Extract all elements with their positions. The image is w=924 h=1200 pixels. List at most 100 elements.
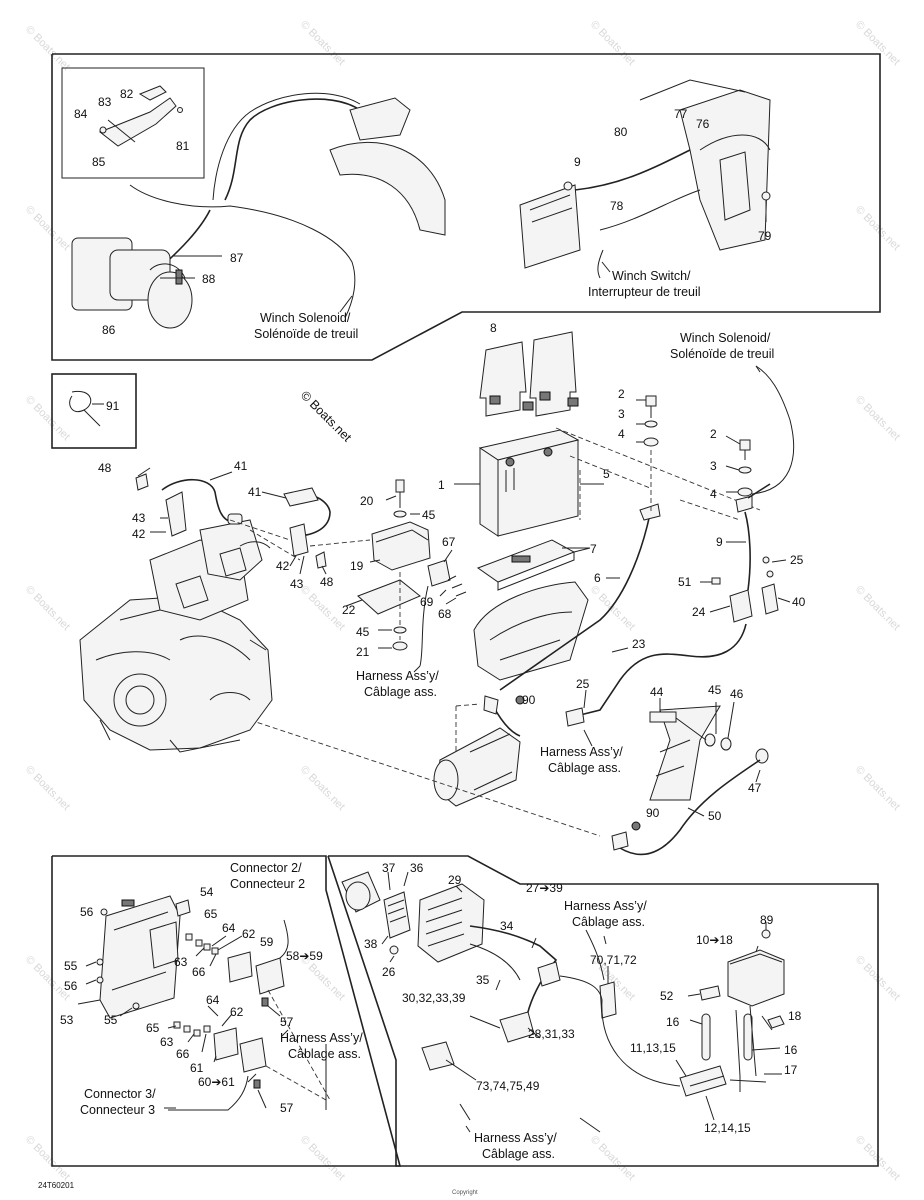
regulator-section [327, 855, 879, 1167]
caption-harness: Harness Ass’y/ [280, 1031, 363, 1045]
watermark-text: © Boats.net [23, 584, 72, 633]
part-91-box [51, 373, 137, 449]
watermark-text: © Boats.net [853, 764, 902, 813]
fuse-holder-37 [341, 871, 411, 963]
callout-56: 56 [80, 905, 94, 919]
caption-winch-solenoid: Winch Solenoid/ [260, 311, 351, 325]
callout-57: 57 [280, 1101, 294, 1115]
caption-harness-fr: Câblage ass. [364, 685, 437, 699]
callout-81: 81 [176, 139, 190, 153]
watermark-text: © Boats.net [23, 24, 72, 73]
callout-12: 12,14,15 [704, 1121, 751, 1135]
callout-43: 43 [290, 577, 304, 591]
watermark-text: © Boats.net [298, 764, 347, 813]
watermark-text: © Boats.net [853, 19, 902, 68]
callout-70: 70,71,72 [590, 953, 637, 967]
callout-47: 47 [748, 781, 762, 795]
callout-26: 26 [382, 965, 396, 979]
callout-45: 45 [422, 508, 436, 522]
callout-66: 66 [176, 1047, 190, 1061]
callout-21: 21 [356, 645, 370, 659]
callout-63: 63 [160, 1035, 174, 1049]
callout-16: 16 [784, 1043, 798, 1057]
callout-43: 43 [132, 511, 146, 525]
callout-89: 89 [760, 913, 774, 927]
callout-25: 25 [576, 677, 590, 691]
callout-38: 38 [364, 937, 378, 951]
winch-bracket-inset [99, 85, 183, 147]
callout-56: 56 [64, 979, 78, 993]
relay-70 [599, 981, 617, 1019]
watermark-text: © Boats.net [588, 1134, 637, 1183]
caption-harness-fr: Câblage ass. [548, 761, 621, 775]
callout-1: 1 [438, 478, 445, 492]
electrical-box-section [51, 855, 402, 1167]
callout-48: 48 [98, 461, 112, 475]
cable-9 [744, 511, 751, 591]
callout-67: 67 [442, 535, 456, 549]
regulator-29 [417, 883, 485, 963]
starter-motor [433, 727, 521, 807]
callout-34: 34 [500, 919, 514, 933]
winch-switch-assembly [519, 79, 771, 279]
starter-guide [455, 703, 481, 752]
bolt-stack-right [725, 435, 753, 513]
figure-code: 24T60201 [38, 1181, 75, 1190]
callout-30: 30,32,33,39 [402, 991, 466, 1005]
watermark-text: © Boats.net [853, 204, 902, 253]
callout-80: 80 [614, 125, 628, 139]
callout-79: 79 [758, 229, 772, 243]
cable-50 [619, 759, 761, 856]
watermark-text: © Boats.net [23, 394, 72, 443]
callout-54: 54 [200, 885, 214, 899]
callout-73: 73,74,75,49 [476, 1079, 540, 1093]
callout-85: 85 [92, 155, 106, 169]
winch-inset-frame [61, 67, 205, 179]
callout-91: 91 [106, 399, 120, 413]
connector-67 [419, 549, 467, 667]
callout-64: 64 [206, 993, 220, 1007]
watermark-text: © Boats.net [853, 584, 902, 633]
electrical-box [99, 895, 191, 1019]
callout-41: 41 [248, 485, 262, 499]
callout-46: 46 [730, 687, 744, 701]
callout-62: 62 [230, 1005, 244, 1019]
callout-45: 45 [356, 625, 370, 639]
callout-5: 5 [603, 467, 610, 481]
callout-87: 87 [230, 251, 244, 265]
engine [79, 519, 273, 753]
caption-connector-2: Connector 2/ [230, 861, 302, 875]
winch-motor [71, 237, 193, 329]
watermark-text: © Boats.net [298, 1134, 347, 1183]
caption-connector-3-fr: Connecteur 3 [80, 1103, 155, 1117]
module-10 [675, 922, 785, 1121]
bolt-stack-left [636, 395, 659, 512]
callout-25: 25 [790, 553, 804, 567]
winch-section [51, 53, 881, 361]
caption-winch-solenoid-fr: Solénoïde de treuil [254, 327, 358, 341]
footer-copyright: Copyright [452, 1190, 478, 1196]
electrical-box-frame [51, 855, 402, 1167]
callout-82: 82 [120, 87, 134, 101]
vehicle-fender [329, 141, 446, 236]
callout-42: 42 [132, 527, 146, 541]
cable-6 [499, 513, 651, 691]
callout-78: 78 [610, 199, 624, 213]
callout-28: 28,31,33 [528, 1027, 575, 1041]
terminal-40 [761, 583, 779, 615]
winch-solenoid-unit [349, 97, 411, 141]
solenoid-24 [729, 589, 753, 623]
spark-plug-wire-41 [161, 479, 233, 523]
caption-winch-solenoid-fr: Solénoïde de treuil [670, 347, 774, 361]
callout-50: 50 [708, 809, 722, 823]
caption-harness-fr: Câblage ass. [482, 1147, 555, 1161]
callout-52: 52 [660, 989, 674, 1003]
callout-9: 9 [716, 535, 723, 549]
callout-63: 63 [174, 955, 188, 969]
callout-8: 8 [490, 321, 497, 335]
cable-23 [567, 623, 747, 719]
battery-base [473, 581, 589, 681]
callout-55: 55 [104, 1013, 118, 1027]
regulator-section-frame [327, 855, 879, 1167]
